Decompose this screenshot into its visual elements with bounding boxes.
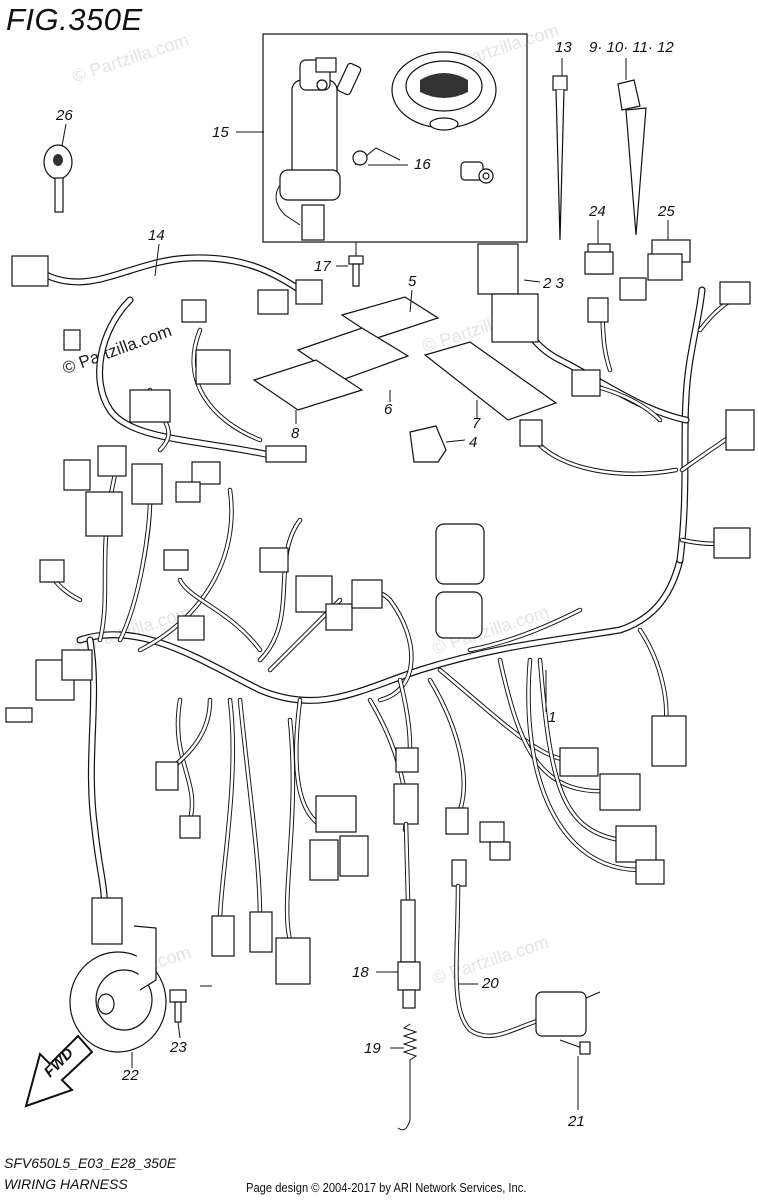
callout-19: 19 xyxy=(364,1040,381,1057)
sub-harness-14[interactable] xyxy=(11,254,323,463)
leader-lines xyxy=(61,58,669,1110)
relay-part-25[interactable] xyxy=(647,239,691,281)
callout-17: 17 xyxy=(314,258,331,275)
callout-25: 25 xyxy=(657,203,675,220)
fuel-cap-part[interactable] xyxy=(391,51,497,131)
key-part-26[interactable] xyxy=(43,144,73,213)
figure-title: FIG.350E xyxy=(6,2,143,37)
callout-14: 14 xyxy=(148,227,165,244)
copyright-notice: Page design © 2004-2017 by ARI Network S… xyxy=(246,1180,527,1195)
callout-21: 21 xyxy=(567,1113,585,1130)
pad-part-7[interactable] xyxy=(423,341,558,421)
cable-tie-part-13[interactable] xyxy=(552,75,568,241)
switch-bracket-part[interactable] xyxy=(352,150,368,166)
ignition-switch-box xyxy=(262,33,528,243)
screw-part-21[interactable] xyxy=(559,1039,591,1055)
callout-7: 7 xyxy=(472,415,481,432)
pad-part-8[interactable] xyxy=(252,359,364,411)
callout-23: 23 xyxy=(169,1039,187,1056)
callout-9-12: 9· 10· 11· 12 xyxy=(589,39,674,56)
callout-26: 26 xyxy=(55,107,73,124)
diagram-model-code: SFV650L5_E03_E28_350E xyxy=(4,1155,177,1171)
harness-connectors[interactable] xyxy=(5,243,755,985)
horn-part-22[interactable] xyxy=(69,925,167,1053)
switch-part-20[interactable] xyxy=(451,859,601,1039)
callout-1: 1 xyxy=(548,709,556,726)
callout-2-3: 2 3 xyxy=(542,275,565,292)
callout-16: 16 xyxy=(414,156,431,173)
callout-18: 18 xyxy=(352,964,369,981)
callout-8: 8 xyxy=(291,425,300,442)
diagram-name: WIRING HARNESS xyxy=(4,1176,128,1192)
forward-direction-arrow: FWD xyxy=(24,1034,94,1108)
callout-6: 6 xyxy=(384,401,393,418)
callout-15: 15 xyxy=(212,124,229,141)
callout-13: 13 xyxy=(555,39,572,56)
key-cylinder-part[interactable] xyxy=(460,161,494,184)
spring-part-19[interactable] xyxy=(397,1023,418,1131)
cable-tie-part-9-12[interactable] xyxy=(617,79,647,236)
callout-4: 4 xyxy=(469,434,477,451)
callout-20: 20 xyxy=(481,975,499,992)
clamp-part-4[interactable] xyxy=(409,425,447,463)
callout-5: 5 xyxy=(408,273,417,290)
callout-24: 24 xyxy=(588,203,606,220)
bolt-part-23[interactable] xyxy=(169,989,187,1023)
screw-part-17[interactable] xyxy=(348,255,364,287)
brake-switch-part-18[interactable] xyxy=(393,783,421,1009)
ignition-switch-part[interactable] xyxy=(275,57,362,241)
relay-part-24[interactable] xyxy=(584,243,614,275)
callout-22: 22 xyxy=(121,1067,139,1084)
